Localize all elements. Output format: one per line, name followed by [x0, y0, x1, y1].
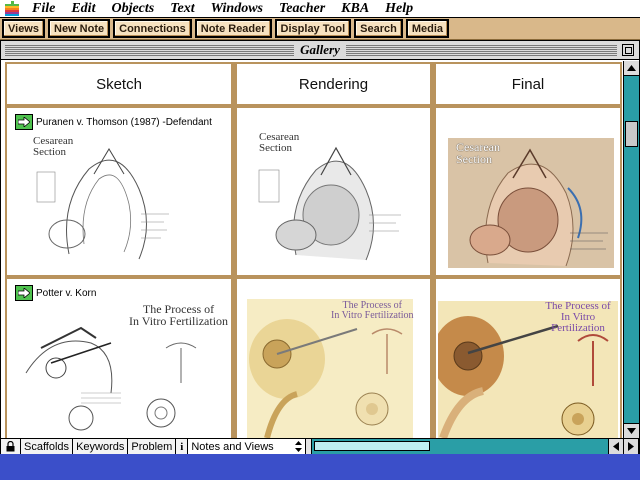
apple-logo-icon	[5, 1, 19, 16]
search-button[interactable]: Search	[354, 19, 403, 38]
art-title: The Process of In Vitro Fertilization	[545, 300, 611, 334]
arrow-up-icon	[627, 65, 636, 71]
connections-button[interactable]: Connections	[113, 19, 192, 38]
problem-tab[interactable]: Problem	[128, 439, 177, 454]
cesarean-rendering-illustration	[258, 146, 401, 261]
horizontal-scrollbar[interactable]	[312, 439, 609, 454]
scroll-left-button[interactable]	[609, 439, 624, 454]
zoom-box-button[interactable]	[622, 44, 634, 56]
cell-row1-rendering[interactable]: Cesarean Section	[237, 108, 430, 275]
go-button[interactable]	[15, 114, 33, 130]
scroll-up-button[interactable]	[624, 61, 639, 76]
apple-menu[interactable]	[0, 0, 24, 18]
cell-row2-sketch[interactable]: Potter v. Korn The Process of In Vitro F…	[7, 279, 231, 438]
horizontal-scroll-thumb[interactable]	[314, 441, 431, 451]
notes-select-value: Notes and Views	[191, 440, 274, 453]
art-title: Cesarean Section	[456, 140, 500, 166]
ivf-final-illustration	[438, 301, 618, 438]
column-header-sketch: Sketch	[7, 64, 231, 104]
cell-row1-final[interactable]: Cesarean Section	[436, 108, 620, 275]
go-arrow-icon	[18, 288, 30, 298]
menu-windows[interactable]: Windows	[210, 0, 263, 16]
window-title-bar[interactable]: Gallery	[1, 41, 639, 60]
notes-and-views-select[interactable]: Notes and Views	[188, 439, 307, 454]
cell-row2-rendering[interactable]: The Process of In Vitro Fertilization	[237, 279, 430, 438]
note-reader-button[interactable]: Note Reader	[194, 19, 272, 38]
window-title: Gallery	[294, 42, 346, 58]
scroll-right-button[interactable]	[624, 439, 639, 454]
updown-arrows-icon	[295, 441, 303, 452]
toolbar: Views New Note Connections Note Reader D…	[0, 18, 640, 40]
row-label-text: Puranen v. Thomson (1987) -Defendant	[36, 116, 212, 128]
new-note-button[interactable]: New Note	[48, 19, 111, 38]
menu-help[interactable]: Help	[385, 0, 414, 16]
menu-file[interactable]: File	[32, 0, 56, 16]
menu-kba[interactable]: KBA	[341, 0, 370, 16]
ivf-sketch-illustration	[25, 326, 197, 431]
row-label: Puranen v. Thomson (1987) -Defendant	[15, 114, 212, 130]
arrow-right-icon	[628, 442, 634, 451]
row-label-text: Potter v. Korn	[36, 287, 97, 299]
lock-button[interactable]	[1, 439, 21, 454]
info-button[interactable]: i	[176, 439, 189, 454]
display-tool-button[interactable]: Display Tool	[274, 19, 352, 38]
ivf-rendering-illustration	[247, 299, 413, 438]
gallery-window: Gallery Sketch Rendering Final Puranen v…	[0, 40, 640, 454]
art-title: Cesarean Section	[259, 131, 300, 154]
views-button[interactable]: Views	[2, 19, 45, 38]
vertical-scrollbar[interactable]	[623, 61, 639, 439]
art-title: The Process of In Vitro Fertilization	[331, 300, 414, 321]
arrow-down-icon	[627, 428, 636, 434]
art-title: Cesarean Section	[33, 135, 74, 158]
cesarean-sketch-illustration	[36, 148, 169, 260]
art-title: The Process of In Vitro Fertilization	[129, 302, 229, 328]
cell-row1-sketch[interactable]: Puranen v. Thomson (1987) -Defendant Ces…	[7, 108, 231, 275]
status-divider	[306, 439, 313, 454]
vertical-scroll-thumb[interactable]	[625, 121, 638, 147]
gallery-grid: Sketch Rendering Final Puranen v. Thomso…	[5, 62, 622, 438]
cell-row2-final[interactable]: The Process of In Vitro Fertilization	[436, 279, 620, 438]
media-button[interactable]: Media	[405, 19, 450, 38]
go-button[interactable]	[15, 285, 33, 301]
keywords-tab[interactable]: Keywords	[73, 439, 129, 454]
go-arrow-icon	[18, 117, 30, 127]
arrow-left-icon	[613, 442, 619, 451]
cesarean-final-illustration	[448, 138, 614, 268]
lock-icon	[6, 441, 15, 452]
menu-edit[interactable]: Edit	[71, 0, 96, 16]
menu-objects[interactable]: Objects	[111, 0, 155, 16]
status-bar: Scaffolds Keywords Problem i Notes and V…	[1, 438, 639, 454]
row-label: Potter v. Korn	[15, 285, 96, 301]
menu-teacher[interactable]: Teacher	[279, 0, 326, 16]
column-header-rendering: Rendering	[237, 64, 430, 104]
scaffolds-tab[interactable]: Scaffolds	[21, 439, 74, 454]
menu-text[interactable]: Text	[170, 0, 195, 16]
menu-bar: File Edit Objects Text Windows Teacher K…	[0, 0, 640, 18]
column-header-final: Final	[436, 64, 620, 104]
scroll-down-button[interactable]	[624, 423, 639, 438]
